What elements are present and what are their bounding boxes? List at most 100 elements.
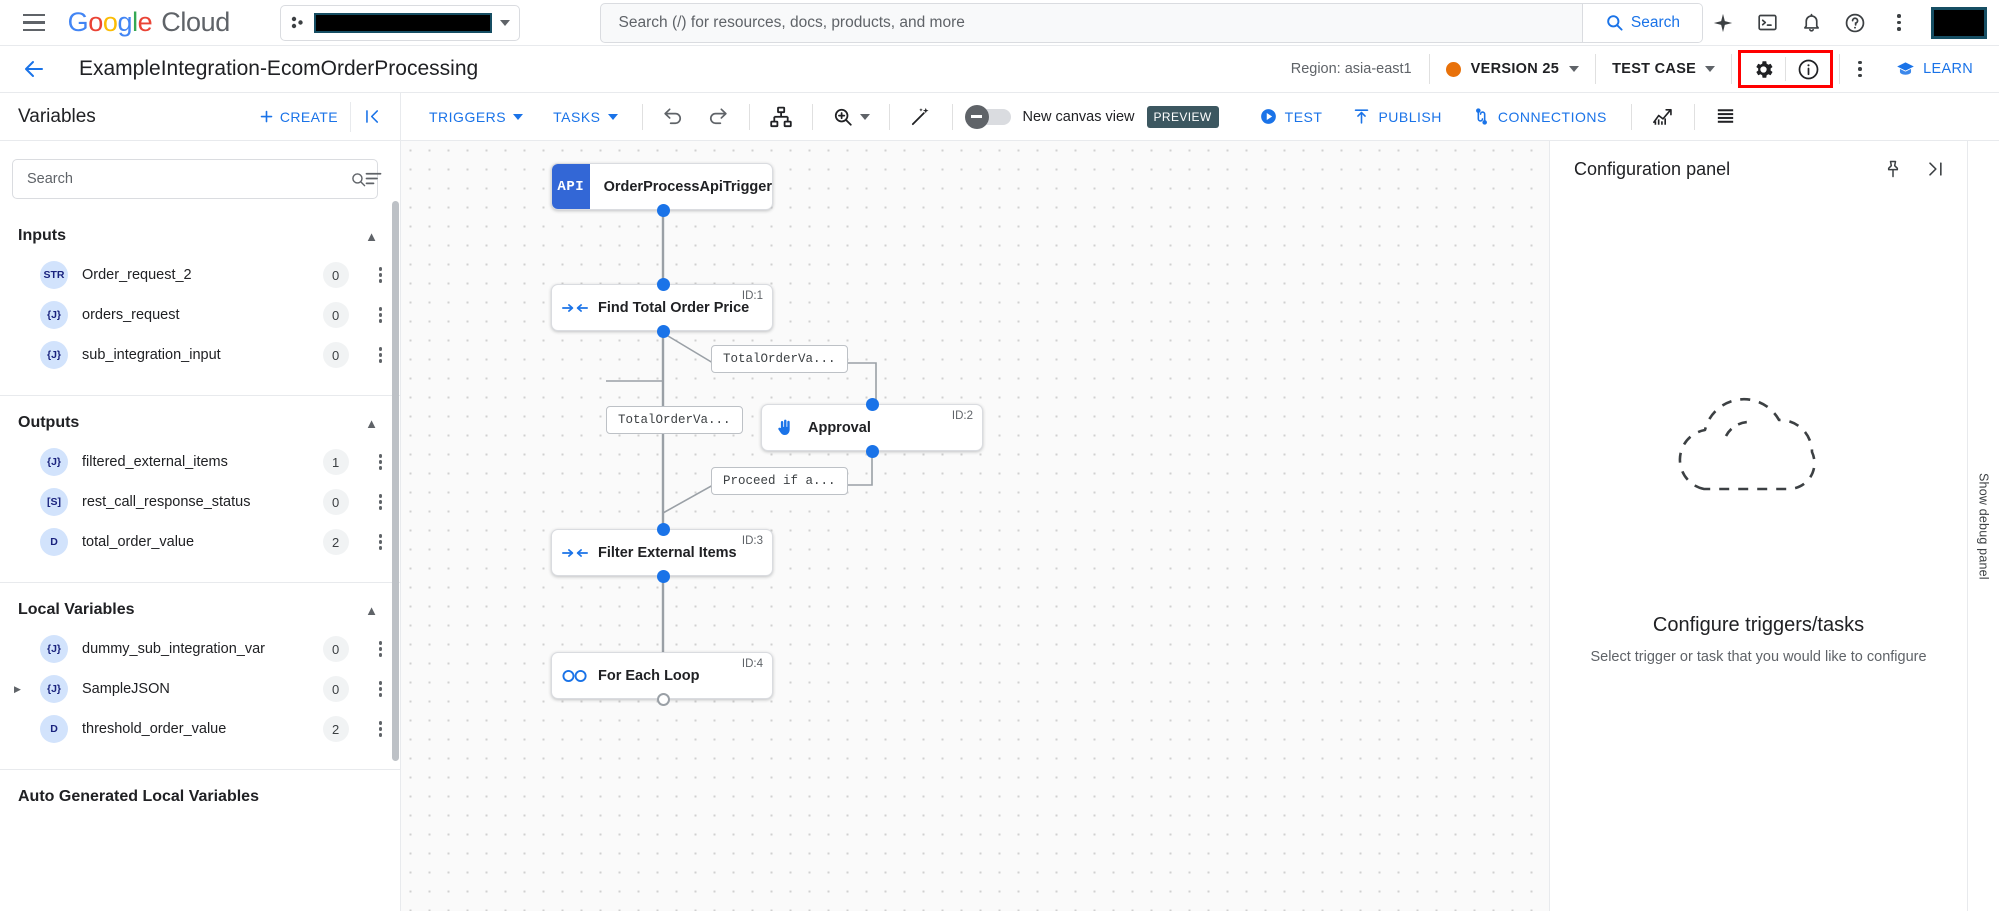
undo-icon[interactable] (653, 98, 695, 136)
edge-label[interactable]: TotalOrderVa... (606, 406, 743, 434)
search-input[interactable] (600, 13, 1582, 32)
row-more-kebab-icon[interactable] (378, 307, 382, 323)
node-output-port[interactable] (866, 445, 879, 458)
cloud-shell-icon[interactable] (1747, 3, 1787, 43)
section-header-auto-generated[interactable]: Auto Generated Local Variables (0, 770, 400, 816)
row-more-kebab-icon[interactable] (378, 534, 382, 550)
variable-row[interactable]: STR Order_request_2 0 (0, 255, 400, 295)
row-more-kebab-icon[interactable] (378, 267, 382, 283)
back-arrow-icon[interactable] (14, 49, 54, 89)
integration-canvas[interactable]: API OrderProcessApiTrigger Find Total Or… (401, 141, 1550, 911)
tasks-menu-button[interactable]: TASKS (539, 100, 631, 134)
variable-count: 0 (322, 489, 349, 515)
sidebar-scrollbar-thumb[interactable] (392, 201, 399, 761)
collapse-panel-icon[interactable] (350, 101, 392, 132)
account-avatar[interactable] (1931, 6, 1987, 39)
search-button-label: Search (1630, 13, 1680, 31)
divider (1785, 57, 1787, 81)
variable-row[interactable]: ▶ {J} SampleJSON 0 (0, 669, 400, 709)
preview-badge: PREVIEW (1146, 105, 1219, 128)
show-debug-panel-label[interactable]: Show debug panel (1976, 472, 1991, 580)
canvas-node-for-each-loop[interactable]: For Each Loop ID:4 (551, 652, 773, 699)
expand-row-icon[interactable]: ▶ (14, 683, 21, 694)
divider (1428, 54, 1430, 84)
canvas-node-filter-external-items[interactable]: Filter External Items ID:3 (551, 529, 773, 576)
variable-row[interactable]: {J} filtered_external_items 1 (0, 442, 400, 482)
section-header-outputs[interactable]: Outputs ▲ (0, 404, 400, 442)
section-header-inputs[interactable]: Inputs ▲ (0, 217, 400, 255)
publish-button[interactable]: PUBLISH (1338, 100, 1455, 134)
edge-label[interactable]: TotalOrderVa... (711, 345, 848, 373)
new-canvas-view-toggle[interactable] (964, 104, 1011, 129)
redo-icon[interactable] (697, 98, 739, 136)
sidebar-scrollbar[interactable] (392, 201, 400, 911)
divider (748, 103, 750, 130)
variable-row[interactable]: [S] rest_call_response_status 0 (0, 482, 400, 522)
canvas-node-approval[interactable]: Approval ID:2 (761, 404, 983, 451)
node-output-port[interactable] (657, 570, 670, 583)
variable-name: filtered_external_items (82, 454, 228, 470)
project-selector[interactable] (279, 4, 520, 41)
main-content: Inputs ▲ STR Order_request_2 0 {J} order… (0, 141, 1999, 911)
variable-row[interactable]: {J} sub_integration_input 0 (0, 335, 400, 375)
test-button[interactable]: TEST (1245, 100, 1337, 134)
dashed-cloud-icon (1678, 397, 1816, 490)
info-circle-icon[interactable] (1786, 49, 1830, 89)
node-input-port[interactable] (657, 278, 670, 291)
zoom-control-button[interactable] (823, 98, 879, 136)
node-input-port[interactable] (866, 398, 879, 411)
type-badge: {J} (40, 635, 68, 663)
row-more-kebab-icon[interactable] (378, 721, 382, 737)
section-header-local-variables[interactable]: Local Variables ▲ (0, 591, 400, 629)
variables-search-input[interactable] (25, 170, 350, 188)
row-more-kebab-icon[interactable] (378, 641, 382, 657)
expand-panel-icon[interactable] (1919, 153, 1951, 185)
variables-search-field[interactable] (12, 159, 378, 199)
connections-button[interactable]: CONNECTIONS (1458, 100, 1621, 134)
divider (1630, 103, 1632, 130)
pin-icon[interactable] (1877, 153, 1909, 185)
variable-row[interactable]: D total_order_value 2 (0, 522, 400, 562)
auto-layout-icon[interactable] (760, 98, 802, 136)
test-case-selector[interactable]: TEST CASE (1596, 61, 1731, 77)
version-selector[interactable]: VERSION 25 (1430, 61, 1595, 77)
magic-wand-icon[interactable] (900, 98, 942, 136)
row-more-kebab-icon[interactable] (378, 454, 382, 470)
gear-icon[interactable] (1741, 49, 1785, 89)
row-more-kebab-icon[interactable] (378, 494, 382, 510)
row-more-kebab-icon[interactable] (378, 681, 382, 697)
triggers-menu-button[interactable]: TRIGGERS (415, 100, 537, 134)
node-input-port[interactable] (657, 523, 670, 536)
learn-button[interactable]: LEARN (1880, 60, 1989, 79)
hamburger-menu-icon[interactable] (14, 3, 54, 43)
global-search-bar[interactable]: Search (599, 2, 1703, 43)
title-bar-more-kebab-icon[interactable] (1840, 49, 1880, 89)
canvas-node-find-total-order-price[interactable]: Find Total Order Price ID:1 (551, 284, 773, 331)
configuration-panel: Configuration panel (1550, 141, 1967, 911)
create-variable-button[interactable]: CREATE (247, 109, 350, 125)
edge-label[interactable]: Proceed if a... (711, 467, 848, 495)
sort-filter-icon[interactable] (363, 168, 384, 194)
notifications-bell-icon[interactable] (1791, 3, 1831, 43)
section-title: Local Variables (18, 601, 135, 618)
canvas-node-order-process-api-trigger[interactable]: API OrderProcessApiTrigger (551, 163, 773, 210)
variable-row[interactable]: {J} orders_request 0 (0, 295, 400, 335)
debug-panel-rail[interactable]: Show debug panel (1967, 141, 1999, 911)
variable-count: 2 (322, 529, 349, 555)
variable-row[interactable]: D threshold_order_value 2 (0, 709, 400, 749)
new-canvas-view-label: New canvas view (1022, 108, 1135, 125)
tasks-label: TASKS (553, 108, 601, 125)
logo-letter-g2: g (117, 7, 133, 37)
top-bar-more-kebab-icon[interactable] (1879, 3, 1919, 43)
row-more-kebab-icon[interactable] (378, 347, 382, 363)
node-output-port[interactable] (657, 204, 670, 217)
search-button[interactable]: Search (1581, 3, 1702, 42)
gemini-sparkle-icon[interactable] (1703, 3, 1743, 43)
chart-trending-icon[interactable] (1642, 98, 1684, 136)
node-output-port[interactable] (657, 693, 670, 706)
node-output-port[interactable] (657, 325, 670, 338)
help-question-icon[interactable] (1835, 3, 1875, 43)
variable-row[interactable]: {J} dummy_sub_integration_var 0 (0, 629, 400, 669)
logs-list-icon[interactable] (1705, 98, 1747, 136)
